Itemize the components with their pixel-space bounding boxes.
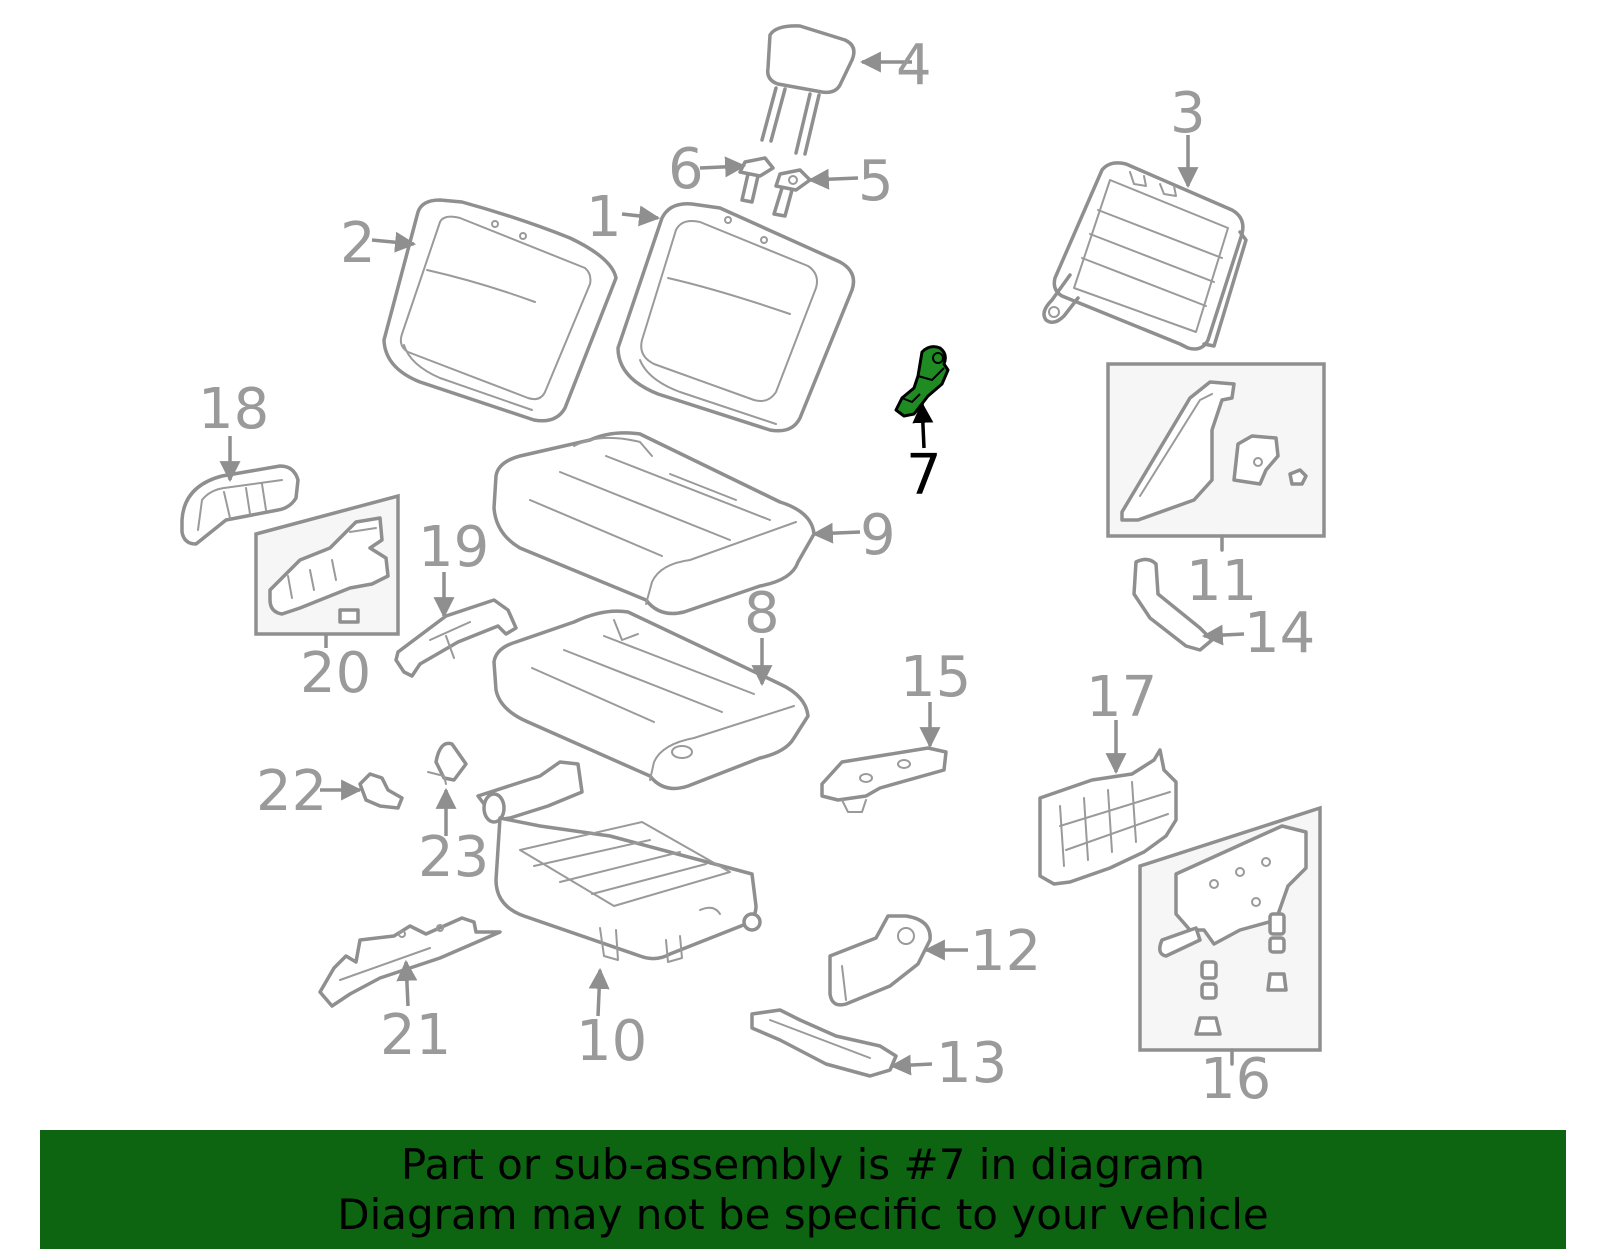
label-18: 18 bbox=[198, 377, 269, 442]
part-8-pad[interactable] bbox=[492, 609, 810, 791]
label-16: 16 bbox=[1200, 1047, 1271, 1112]
info-banner: Part or sub-assembly is #7 in diagram Di… bbox=[40, 1130, 1566, 1249]
part-1-seatback[interactable] bbox=[616, 202, 856, 433]
part-18-cover[interactable] bbox=[180, 464, 300, 546]
part-6-guide[interactable] bbox=[738, 156, 775, 204]
label-11: 11 bbox=[1186, 549, 1257, 614]
label-19: 19 bbox=[418, 515, 489, 580]
part-9-cushion[interactable] bbox=[492, 431, 816, 616]
label-14: 14 bbox=[1244, 601, 1315, 666]
part-22-clip[interactable] bbox=[358, 772, 404, 810]
label-2: 2 bbox=[340, 211, 376, 276]
leader-lines bbox=[219, 51, 1245, 1076]
part-17-cover[interactable] bbox=[1038, 748, 1178, 886]
part-13-strip[interactable] bbox=[750, 1008, 898, 1078]
label-20: 20 bbox=[300, 641, 371, 706]
part-7-highlighted[interactable] bbox=[894, 345, 950, 418]
label-21: 21 bbox=[380, 1003, 451, 1068]
label-5: 5 bbox=[858, 149, 894, 214]
part-19-bracket[interactable] bbox=[394, 598, 518, 678]
part-3-frame[interactable] bbox=[1042, 161, 1248, 351]
label-8: 8 bbox=[744, 581, 780, 646]
part-2-seatback[interactable] bbox=[382, 198, 618, 423]
label-7-highlighted: 7 bbox=[906, 443, 942, 508]
label-22: 22 bbox=[256, 759, 327, 824]
label-17: 17 bbox=[1086, 665, 1157, 730]
parts-diagram: 4 3 6 5 1 2 7 18 9 19 11 8 14 20 15 17 2… bbox=[180, 24, 1326, 1112]
part-14-trim[interactable] bbox=[1132, 557, 1214, 652]
part-20-box[interactable] bbox=[254, 493, 400, 636]
label-23: 23 bbox=[418, 825, 489, 890]
part-11-box[interactable] bbox=[1106, 362, 1326, 552]
part-labels: 4 3 6 5 1 2 7 18 9 19 11 8 14 20 15 17 2… bbox=[198, 33, 1315, 1112]
label-13: 13 bbox=[936, 1031, 1007, 1096]
part-5-guide[interactable] bbox=[772, 168, 812, 218]
part-12-bracket[interactable] bbox=[828, 914, 932, 1007]
part-4-headrest[interactable] bbox=[760, 24, 856, 156]
label-3: 3 bbox=[1170, 81, 1206, 146]
banner-line-1: Part or sub-assembly is #7 in diagram bbox=[400, 1139, 1206, 1189]
part-15-bracket[interactable] bbox=[820, 746, 948, 813]
label-4: 4 bbox=[896, 33, 932, 98]
part-21-rail[interactable] bbox=[318, 916, 502, 1008]
banner-line-2: Diagram may not be specific to your vehi… bbox=[337, 1189, 1269, 1239]
label-1: 1 bbox=[586, 185, 622, 250]
label-6: 6 bbox=[668, 137, 704, 202]
part-16-box[interactable] bbox=[1138, 805, 1322, 1066]
label-10: 10 bbox=[576, 1009, 647, 1074]
part-23-clip[interactable] bbox=[427, 741, 468, 785]
label-15: 15 bbox=[900, 645, 971, 710]
label-9: 9 bbox=[860, 503, 896, 568]
label-12: 12 bbox=[970, 919, 1041, 984]
part-10-frame[interactable] bbox=[476, 760, 762, 963]
